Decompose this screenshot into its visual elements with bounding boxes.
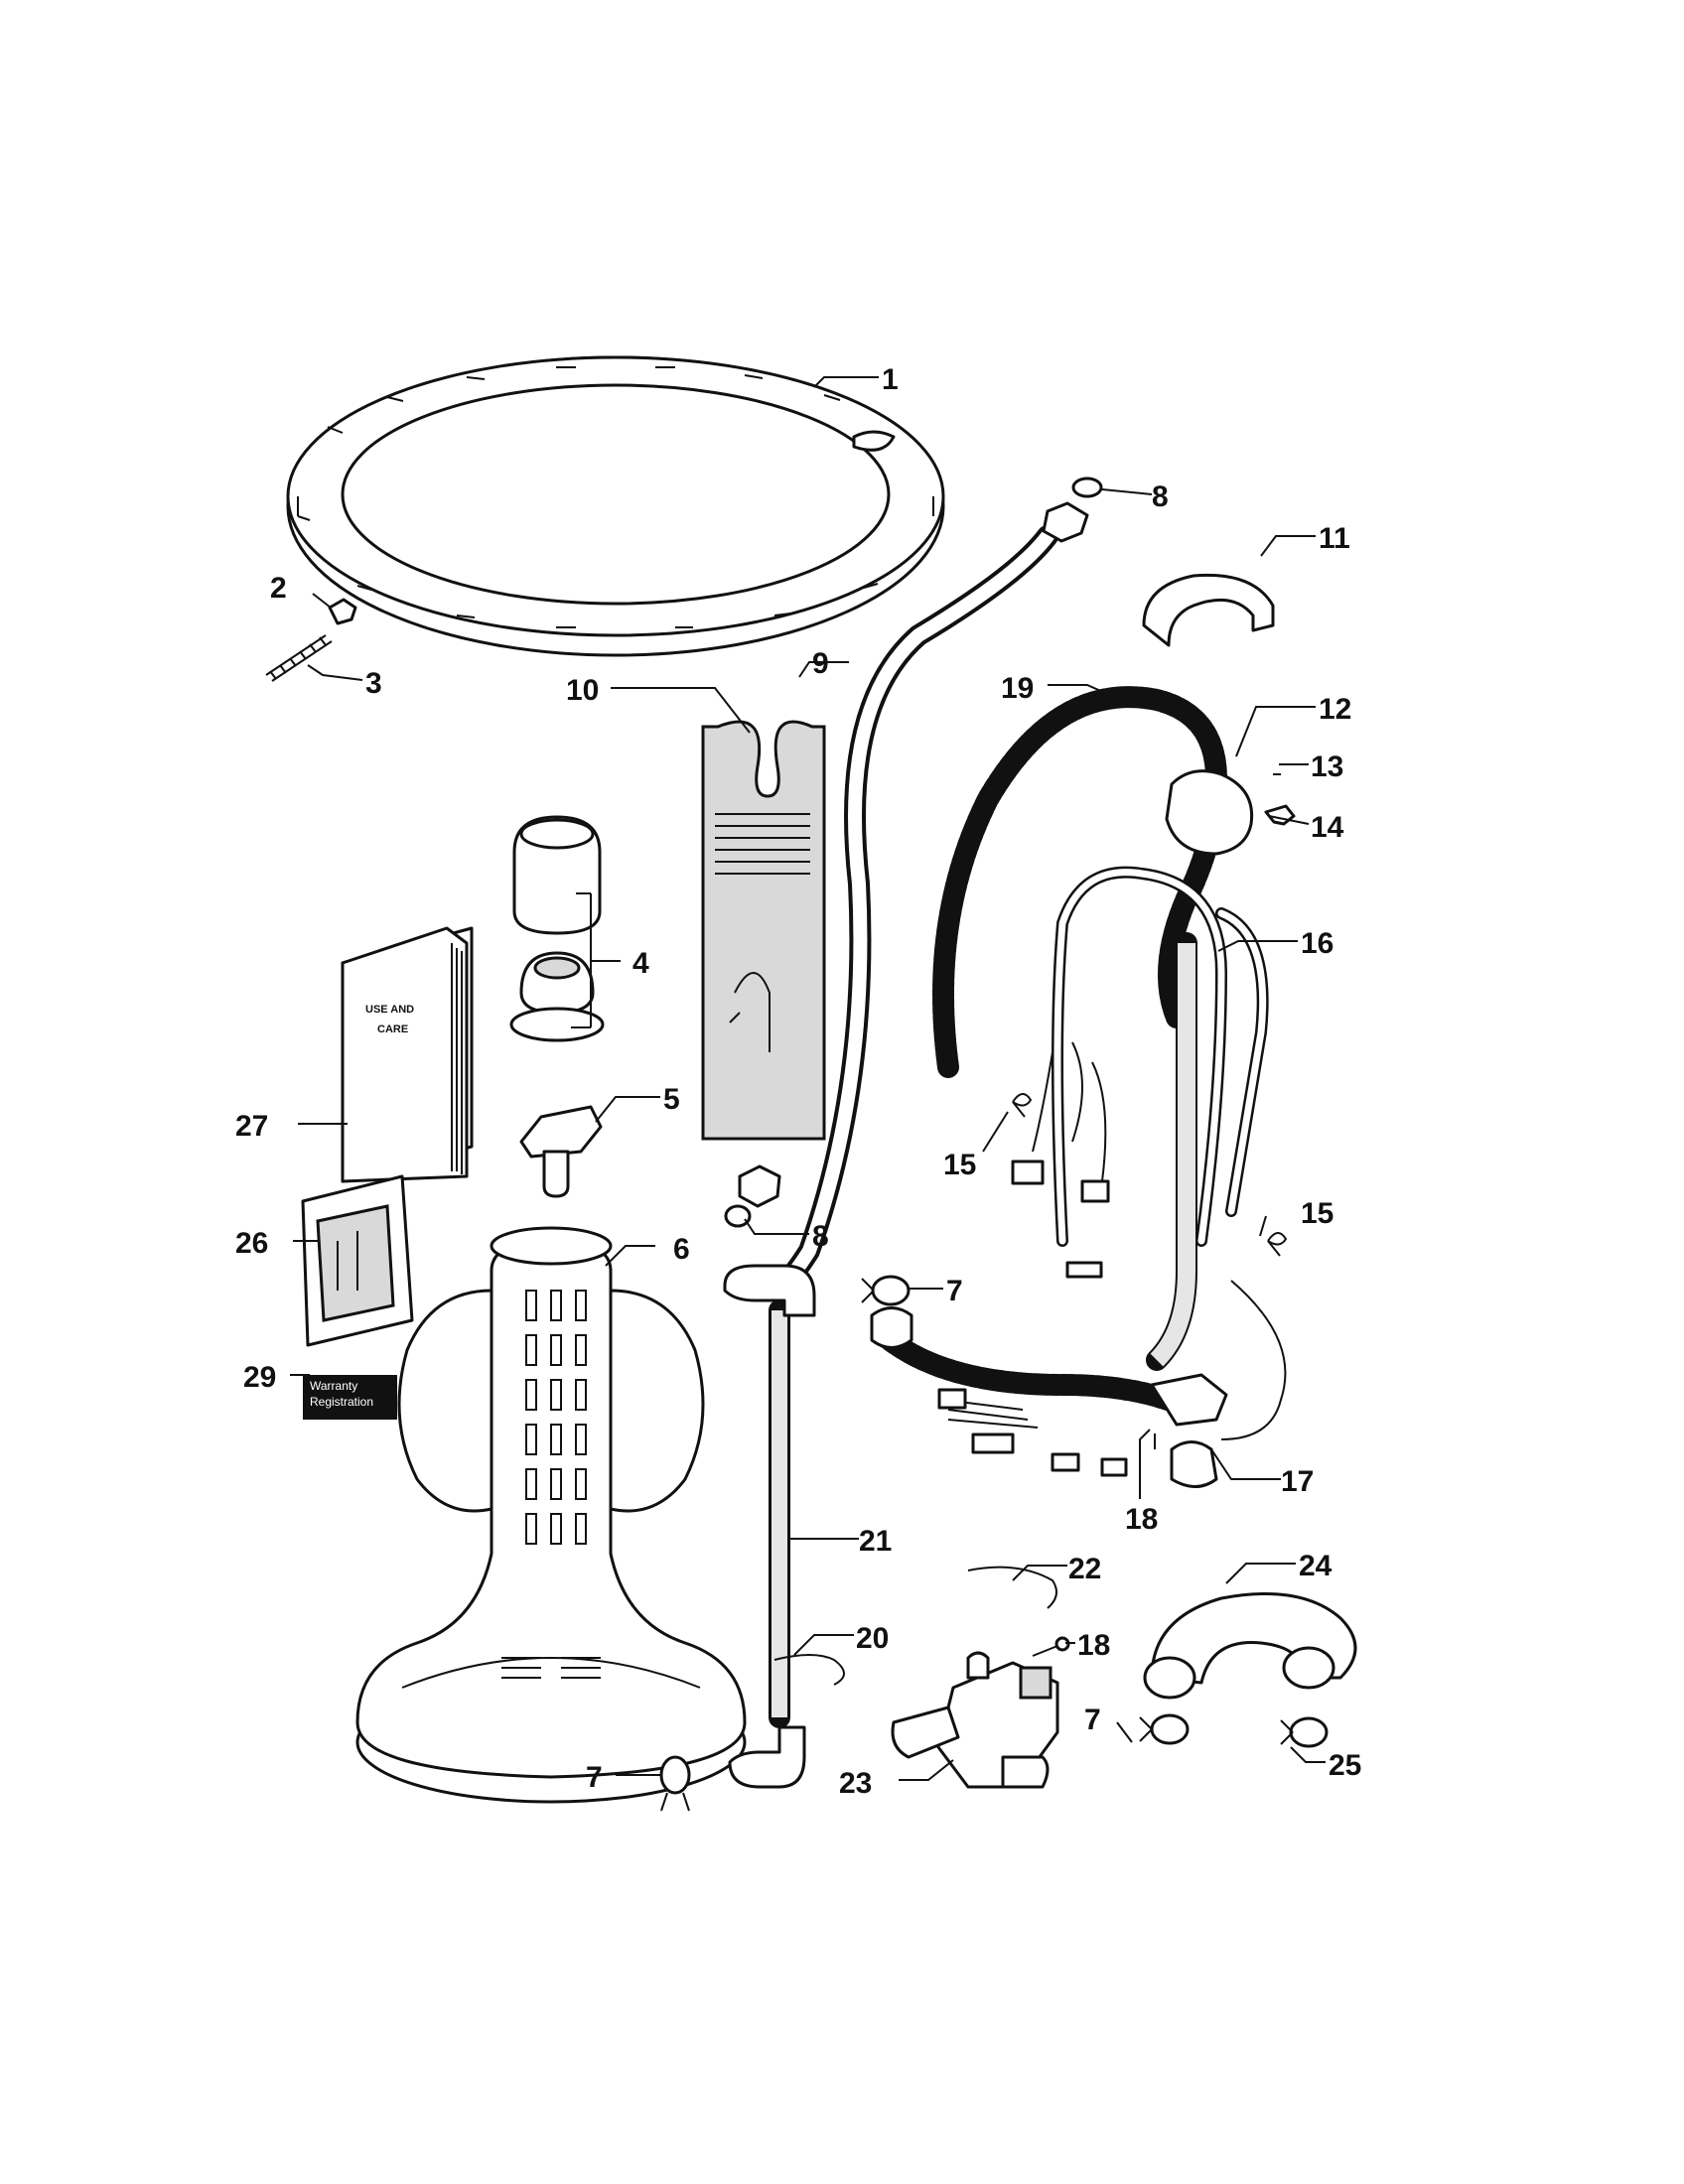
callout-21: 21: [859, 1525, 892, 1558]
part-clip-14: [1264, 804, 1296, 826]
callout-6: 6: [673, 1233, 690, 1266]
callout-3: 3: [365, 667, 382, 700]
part-agitator: [355, 1226, 747, 1804]
part-clamp-25: [1280, 1716, 1329, 1748]
part-hose-tag: [701, 720, 826, 1141]
callout-17: 17: [1281, 1465, 1314, 1498]
callout-15a: 15: [943, 1149, 976, 1181]
part-clamp-7b: [1139, 1713, 1190, 1745]
callout-5: 5: [663, 1083, 680, 1116]
callout-15b: 15: [1301, 1197, 1333, 1230]
callout-numbers: 1 2 3 4 5 6 7 7 7 8 8 9 10 11 12 13 14 1…: [235, 363, 1361, 1800]
part-spring: [265, 634, 333, 682]
registration-line1: Warranty: [310, 1379, 357, 1393]
callout-22: 22: [1068, 1553, 1101, 1585]
callout-10: 10: [566, 674, 599, 707]
part-agitator-cap: [509, 815, 605, 1042]
part-clip: [328, 598, 357, 625]
manual-line2: CARE: [377, 1024, 408, 1035]
part-hose-guide: [1142, 573, 1275, 647]
part-use-and-care-manual: USE AND CARE: [341, 926, 474, 1183]
part-pressure-switch: [1165, 769, 1254, 856]
part-registration-card: Warranty Registration: [303, 1375, 397, 1420]
callout-12: 12: [1319, 693, 1351, 726]
part-drive-bolt: [519, 1105, 603, 1198]
part-wire-harness: [870, 866, 1287, 1488]
callout-11: 11: [1319, 522, 1350, 555]
callout-24: 24: [1299, 1550, 1333, 1582]
callout-14: 14: [1311, 811, 1344, 844]
callout-7a: 7: [946, 1275, 963, 1307]
callout-18a: 18: [1125, 1503, 1158, 1536]
callout-23: 23: [839, 1767, 872, 1800]
callout-8b: 8: [812, 1220, 829, 1253]
callout-18b: 18: [1077, 1629, 1110, 1662]
callout-20: 20: [856, 1622, 889, 1655]
callout-1: 1: [882, 363, 899, 396]
callout-19: 19: [1001, 672, 1034, 705]
callout-7c: 7: [586, 1761, 603, 1794]
part-clamp-7a: [861, 1275, 911, 1306]
callout-29: 29: [243, 1361, 276, 1394]
part-literature-bag: [301, 1174, 414, 1347]
part-pump-hose: [723, 1264, 816, 1789]
callout-4: 4: [632, 947, 649, 980]
part-washer-bottom: [724, 1204, 752, 1228]
part-pump: [891, 1651, 1059, 1789]
part-fill-hose: [738, 501, 1089, 1301]
part-sump-hose: [1143, 1592, 1357, 1700]
callout-25: 25: [1329, 1749, 1361, 1782]
part-clip-22: [967, 1566, 1057, 1609]
part-drain-hose: [932, 686, 1228, 1078]
part-clamp-20: [773, 1654, 845, 1686]
callout-2: 2: [270, 572, 287, 605]
part-clamp-7c: [659, 1755, 691, 1812]
part-screw-18b: [1032, 1636, 1070, 1657]
callout-7b: 7: [1084, 1704, 1101, 1736]
callout-13: 13: [1311, 751, 1343, 783]
callout-27: 27: [235, 1110, 268, 1143]
manual-line1: USE AND: [365, 1004, 414, 1016]
part-washer-top: [1071, 477, 1103, 498]
registration-line2: Registration: [310, 1395, 373, 1409]
callout-16: 16: [1301, 927, 1333, 960]
part-clamp-15b: [1267, 1232, 1288, 1257]
part-clamp-15a: [1012, 1093, 1033, 1118]
leader-lines: [290, 376, 1326, 1781]
callout-9: 9: [812, 647, 829, 680]
part-tub-ring: [286, 355, 945, 657]
callout-26: 26: [235, 1227, 268, 1260]
callout-8a: 8: [1152, 480, 1169, 513]
